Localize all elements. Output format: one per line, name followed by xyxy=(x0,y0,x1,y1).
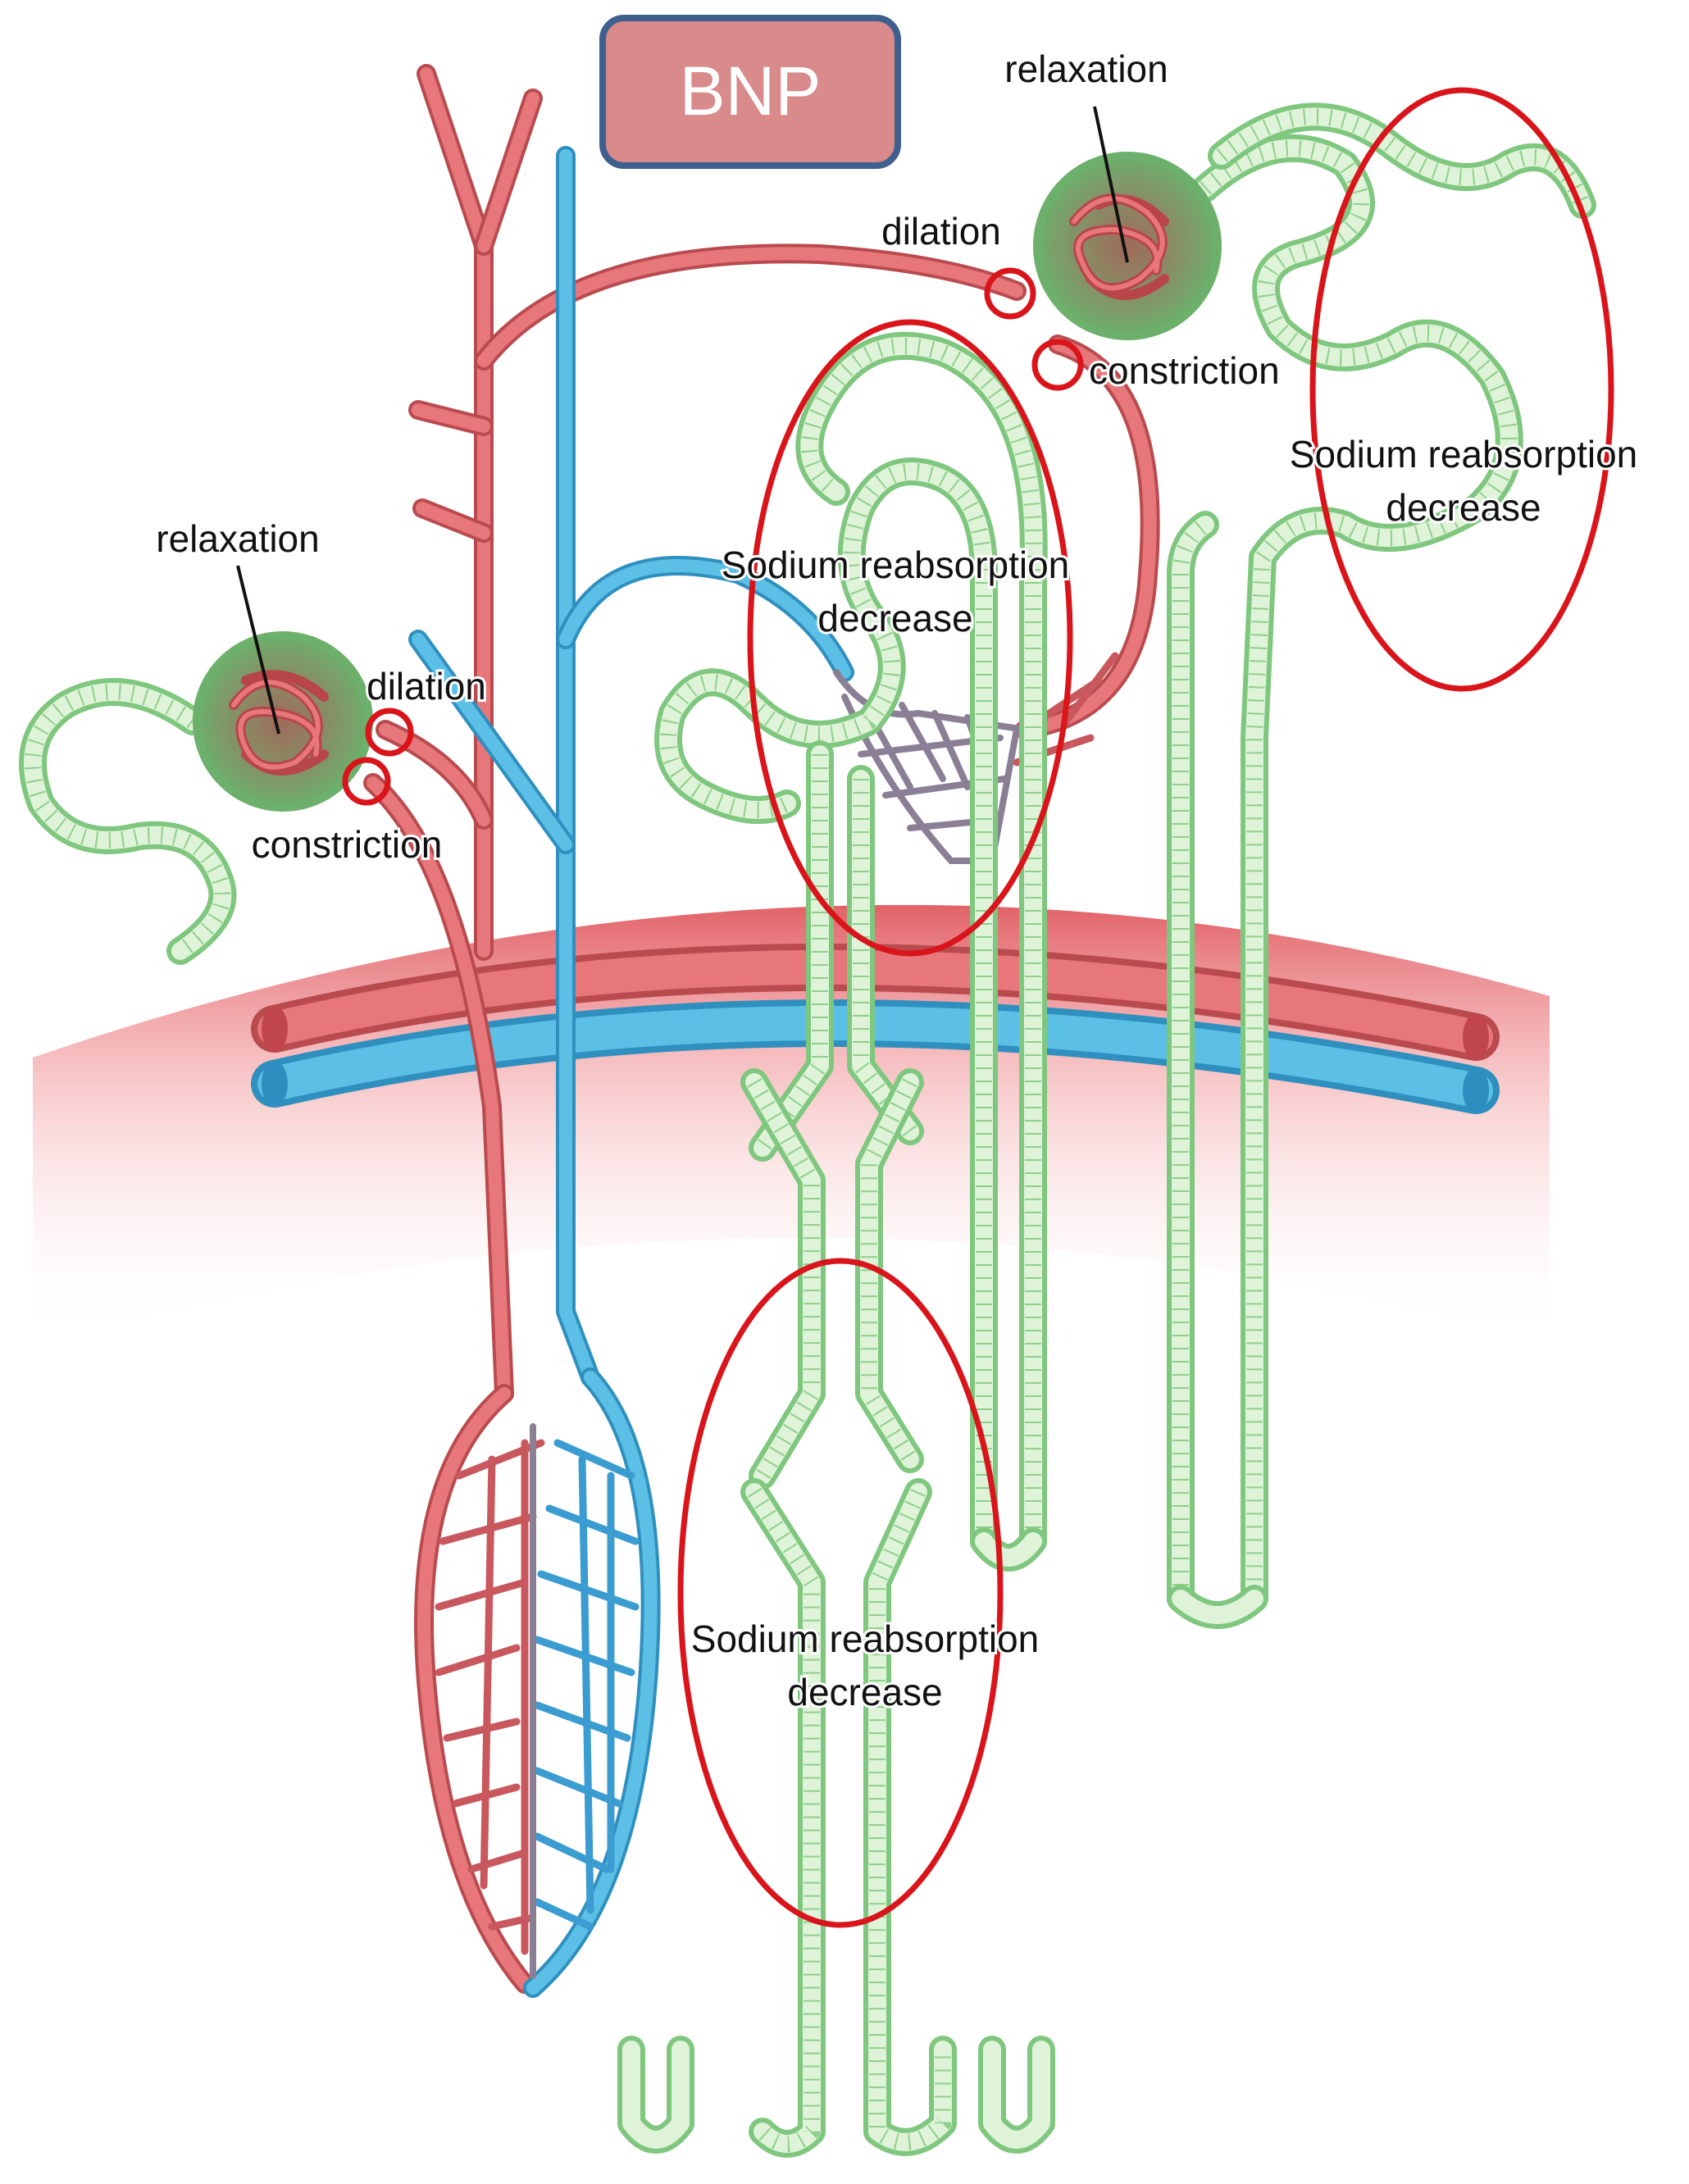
sodium-label-upper-center-line1: Sodium reabsorption xyxy=(722,544,1069,586)
vasa-recta-network xyxy=(414,1367,661,1998)
nephron-tubules xyxy=(19,102,1596,2158)
bnp-title: BNP xyxy=(680,52,822,130)
relaxation-pointer-top xyxy=(1093,106,1129,263)
constriction-marker-top xyxy=(1031,339,1084,391)
highlight-ellipse-lower xyxy=(677,1258,1004,1928)
sodium-label-upper-right-line1: Sodium reabsorption xyxy=(1290,433,1637,475)
dilation-label-left: dilation xyxy=(366,665,486,708)
sodium-label-upper-right-line2: decrease xyxy=(1386,486,1541,529)
relaxation-pointer-left xyxy=(236,565,280,735)
constriction-label-left: constriction xyxy=(252,823,443,866)
dilation-marker-left xyxy=(365,708,414,757)
relaxation-label-left: relaxation xyxy=(156,517,319,560)
highlight-ellipse-upper-right xyxy=(1309,87,1614,692)
glomerulus-top xyxy=(1033,152,1222,340)
interlobular-vein xyxy=(408,146,854,1387)
sodium-label-lower-line1: Sodium reabsorption xyxy=(691,1618,1039,1660)
highlight-ellipse-upper-center xyxy=(747,319,1073,957)
constriction-marker-left xyxy=(342,757,391,806)
relaxation-label-top: relaxation xyxy=(1004,48,1168,90)
dilation-label-top: dilation xyxy=(881,210,1001,253)
constriction-label-top: constriction xyxy=(1089,349,1280,392)
glomerulus-left xyxy=(193,631,373,812)
sodium-label-lower-line2: decrease xyxy=(787,1671,942,1713)
sodium-label-upper-center-line2: decrease xyxy=(817,597,972,639)
bnp-title-box: BNP xyxy=(599,15,901,169)
dilation-marker-top xyxy=(984,267,1036,320)
